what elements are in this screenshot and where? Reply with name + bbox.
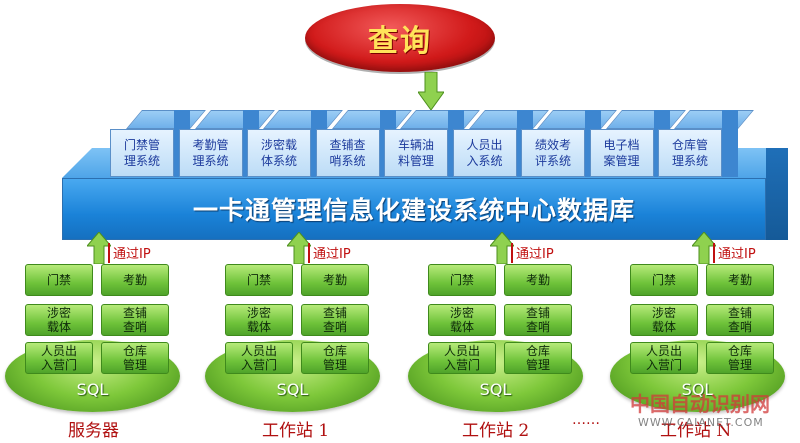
subsystem-cube: 门禁管理系统 [110, 129, 174, 177]
module-box: 涉密载体 [225, 304, 293, 336]
module-box: 人员出入营门 [225, 342, 293, 374]
via-ip-marker [713, 243, 715, 263]
module-box: 仓库管理 [504, 342, 572, 374]
node-group: 门禁考勤涉密载体查铺查哨人员出入营门仓库管理 SQL [5, 262, 180, 412]
subsystem-cube-top [331, 110, 412, 129]
watermark: 中国自动识别网 WWW.CAIANET.COM [630, 386, 800, 443]
ellipsis-text: …… [572, 412, 600, 428]
subsystem-cube-top [126, 110, 206, 129]
subsystem-cube: 车辆油料管理 [384, 129, 448, 177]
module-box: 门禁 [225, 264, 293, 296]
module-box: 涉密载体 [428, 304, 496, 336]
subsystem-cube-top [537, 110, 617, 129]
via-ip-label: 通过IP [313, 247, 351, 262]
watermark-title: 中国自动识别网 [630, 392, 770, 416]
query-ellipse: 查询 [305, 4, 495, 72]
module-box: 考勤 [101, 264, 169, 296]
central-database-bar: 一卡通管理信息化建设系统中心数据库 [62, 178, 766, 240]
module-box: 涉密载体 [25, 304, 93, 336]
database-title: 一卡通管理信息化建设系统中心数据库 [192, 196, 635, 225]
module-box: 门禁 [630, 264, 698, 296]
node-label: 服务器 [68, 421, 119, 441]
node-group: 门禁考勤涉密载体查铺查哨人员出入营门仓库管理 SQL [408, 262, 583, 412]
subsystem-cube: 仓库管理系统 [658, 129, 722, 177]
module-box: 考勤 [706, 264, 774, 296]
module-box: 人员出入营门 [25, 342, 93, 374]
database-bar-side [766, 148, 788, 240]
module-box: 查铺查哨 [504, 304, 572, 336]
node-group: 门禁考勤涉密载体查铺查哨人员出入营门仓库管理 SQL [610, 262, 785, 412]
node-label: 工作站 1 [262, 421, 330, 441]
subsystem-cube-top [194, 110, 275, 129]
via-ip-marker [108, 243, 110, 263]
sql-label: SQL [479, 380, 512, 399]
via-ip-marker [308, 243, 310, 263]
module-box: 门禁 [25, 264, 93, 296]
subsystem-cube-top [263, 110, 343, 129]
module-box: 门禁 [428, 264, 496, 296]
via-ip-label: 通过IP [113, 247, 151, 262]
module-box: 查铺查哨 [101, 304, 169, 336]
module-box: 查铺查哨 [706, 304, 774, 336]
subsystem-cube: 电子档案管理 [589, 129, 654, 177]
watermark-url: WWW.CAIANET.COM [638, 416, 764, 429]
module-box: 人员出入营门 [428, 342, 496, 374]
module-box: 人员出入营门 [630, 342, 698, 374]
module-box: 仓库管理 [706, 342, 774, 374]
sql-label: SQL [681, 380, 714, 399]
module-box: 仓库管理 [301, 342, 369, 374]
node-group: 门禁考勤涉密载体查铺查哨人员出入营门仓库管理 SQL [205, 262, 380, 412]
via-ip-label: 通过IP [516, 247, 554, 262]
subsystem-cube-top [400, 110, 480, 129]
sql-label: SQL [76, 380, 109, 399]
subsystem-cube-top [674, 110, 754, 129]
via-ip-label: 通过IP [718, 247, 756, 262]
sql-label: SQL [276, 380, 309, 399]
module-box: 考勤 [301, 264, 369, 296]
module-box: 涉密载体 [630, 304, 698, 336]
subsystem-cube-top [468, 110, 549, 129]
module-box: 仓库管理 [101, 342, 169, 374]
module-box: 查铺查哨 [301, 304, 369, 336]
subsystem-cube: 人员出入系统 [452, 129, 517, 177]
node-label: 工作站 N [660, 421, 732, 441]
down-arrow-icon [418, 72, 444, 110]
subsystem-cube: 查铺查哨系统 [315, 129, 380, 177]
module-box: 考勤 [504, 264, 572, 296]
subsystem-cube: 涉密载体系统 [247, 129, 311, 177]
subsystem-cube: 考勤管理系统 [178, 129, 243, 177]
subsystem-cube-top [605, 110, 686, 129]
query-label: 查询 [368, 24, 432, 59]
via-ip-marker [511, 243, 513, 263]
subsystem-cube-side [722, 110, 738, 177]
subsystem-cube: 绩效考评系统 [521, 129, 585, 177]
node-label: 工作站 2 [462, 421, 530, 441]
